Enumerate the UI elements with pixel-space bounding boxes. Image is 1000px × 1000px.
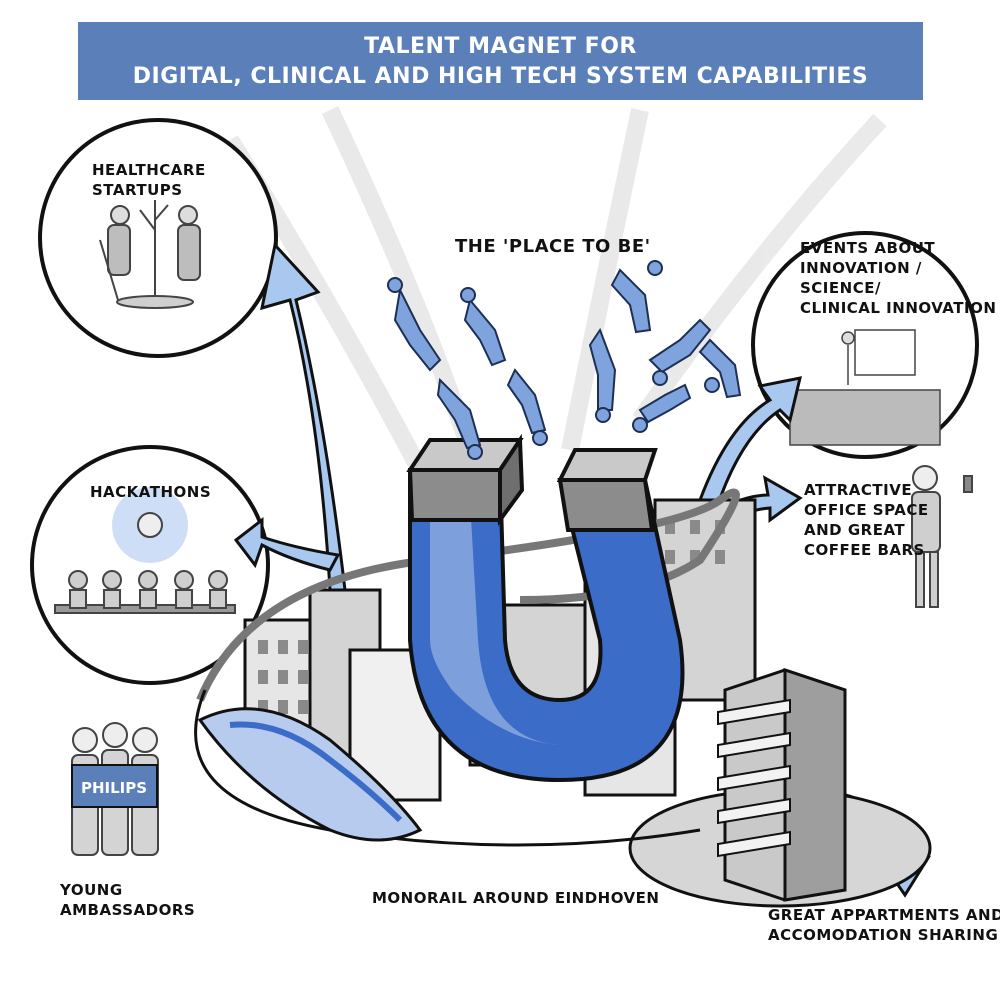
events-label: EVENTS ABOUT INNOVATION / SCIENCE/ CLINI…: [800, 239, 997, 317]
healthcare-startups-label: HEALTHCARE STARTUPS: [92, 161, 206, 199]
hackathon-team: [54, 487, 236, 614]
monorail-label: MONORAIL AROUND EINDHOVEN: [372, 889, 660, 907]
healthcare-startups-bubble: [38, 118, 278, 358]
ambassadors-group: PHILIPS: [71, 722, 159, 856]
apartment-tower: [717, 667, 847, 902]
philips-sign-text: PHILIPS: [81, 779, 147, 797]
hackathons-bubble: [30, 445, 270, 685]
hackathons-label: HACKATHONS: [90, 483, 212, 501]
apartments-label: GREAT APPARTMENTS AND/OR ACCOMODATION SH…: [768, 906, 1000, 944]
place-to-be-label: THE 'PLACE TO BE': [455, 236, 651, 257]
title-line-1: TALENT MAGNET FOR: [364, 34, 637, 59]
event-audience: [789, 329, 941, 446]
title-banner: TALENT MAGNET FOR DIGITAL, CLINICAL AND …: [78, 22, 923, 100]
title-line-2: DIGITAL, CLINICAL AND HIGH TECH SYSTEM C…: [132, 64, 869, 89]
monorail-train: [197, 707, 423, 842]
gardeners-figures: [99, 200, 201, 309]
office-space-label: ATTRACTIVE OFFICE SPACE AND GREAT COFFEE…: [804, 481, 929, 559]
coffee-person: [911, 465, 973, 608]
magnet: [406, 433, 685, 783]
young-ambassadors-label: YOUNG AMBASSADORS: [60, 881, 196, 919]
attracted-talents: [387, 260, 742, 460]
